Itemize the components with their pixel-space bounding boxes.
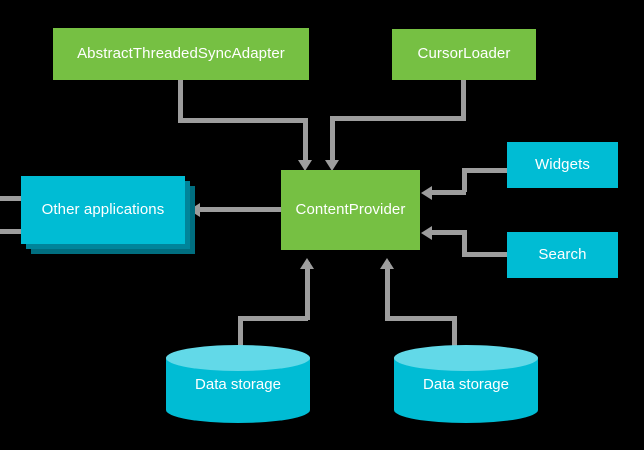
connector-cursorloader-vertical	[461, 79, 466, 119]
node-content-provider[interactable]: ContentProvider	[281, 170, 420, 250]
node-label-content-provider: ContentProvider	[295, 200, 406, 218]
node-label-other-applications: Other applications	[41, 200, 165, 218]
node-label-cursor-loader: CursorLoader	[417, 45, 511, 63]
connector-storage-left-drop	[238, 316, 243, 346]
arrowhead-cursorloader-to-contentprovider	[325, 160, 339, 171]
node-label-data-storage-right: Data storage	[423, 376, 509, 393]
connector-search-horizontal-bottom	[462, 252, 510, 257]
connector-widgets-to-contentprovider	[432, 190, 466, 195]
connector-storage-left-horizontal	[238, 316, 308, 321]
node-other-applications[interactable]: Other applications	[21, 176, 185, 244]
data-storage-left-top-ellipse	[166, 345, 310, 371]
node-data-storage-right[interactable]: Data storage	[394, 345, 538, 423]
connector-widgets-elbow	[462, 168, 467, 192]
data-storage-right-bottom-ellipse	[394, 397, 538, 423]
node-cursor-loader[interactable]: CursorLoader	[392, 29, 536, 80]
data-storage-right-top-ellipse	[394, 345, 538, 371]
connector-contentprovider-to-storage-left-vertical	[305, 262, 310, 320]
connector-widgets-horizontal-top	[462, 168, 510, 173]
node-widgets[interactable]: Widgets	[507, 142, 618, 188]
connector-external-top-to-otherapps	[0, 196, 22, 201]
node-abstract-threaded-sync-adapter[interactable]: AbstractThreadedSyncAdapter	[53, 28, 309, 80]
connector-storage-right-drop	[452, 316, 457, 346]
connector-cursorloader-drop	[330, 116, 335, 164]
connector-syncadapter-vertical	[178, 80, 183, 120]
arrowhead-storage-right-to-contentprovider	[380, 258, 394, 269]
node-label-widgets: Widgets	[535, 155, 590, 173]
connector-search-to-contentprovider	[432, 230, 466, 235]
arrowhead-search-to-contentprovider	[421, 226, 432, 240]
connector-storage-right-horizontal	[385, 316, 457, 321]
node-search[interactable]: Search	[507, 232, 618, 278]
connector-cursorloader-horizontal	[330, 116, 466, 121]
arrowhead-syncadapter-to-contentprovider	[298, 160, 312, 171]
node-data-storage-left[interactable]: Data storage	[166, 345, 310, 423]
arrowhead-storage-left-to-contentprovider	[300, 258, 314, 269]
node-label-data-storage-left: Data storage	[195, 376, 281, 393]
arrowhead-widgets-to-contentprovider	[421, 186, 432, 200]
connector-syncadapter-drop	[303, 118, 308, 164]
node-label-search: Search	[538, 245, 587, 263]
connector-contentprovider-to-storage-right-vertical	[385, 262, 390, 320]
data-storage-left-bottom-ellipse	[166, 397, 310, 423]
node-label-abstract-threaded-sync-adapter: AbstractThreadedSyncAdapter	[77, 44, 285, 62]
connector-search-elbow	[462, 230, 467, 256]
connector-contentprovider-to-otherapps	[200, 207, 284, 212]
connector-syncadapter-horizontal	[178, 118, 308, 123]
connector-external-bottom-to-otherapps	[0, 229, 22, 234]
